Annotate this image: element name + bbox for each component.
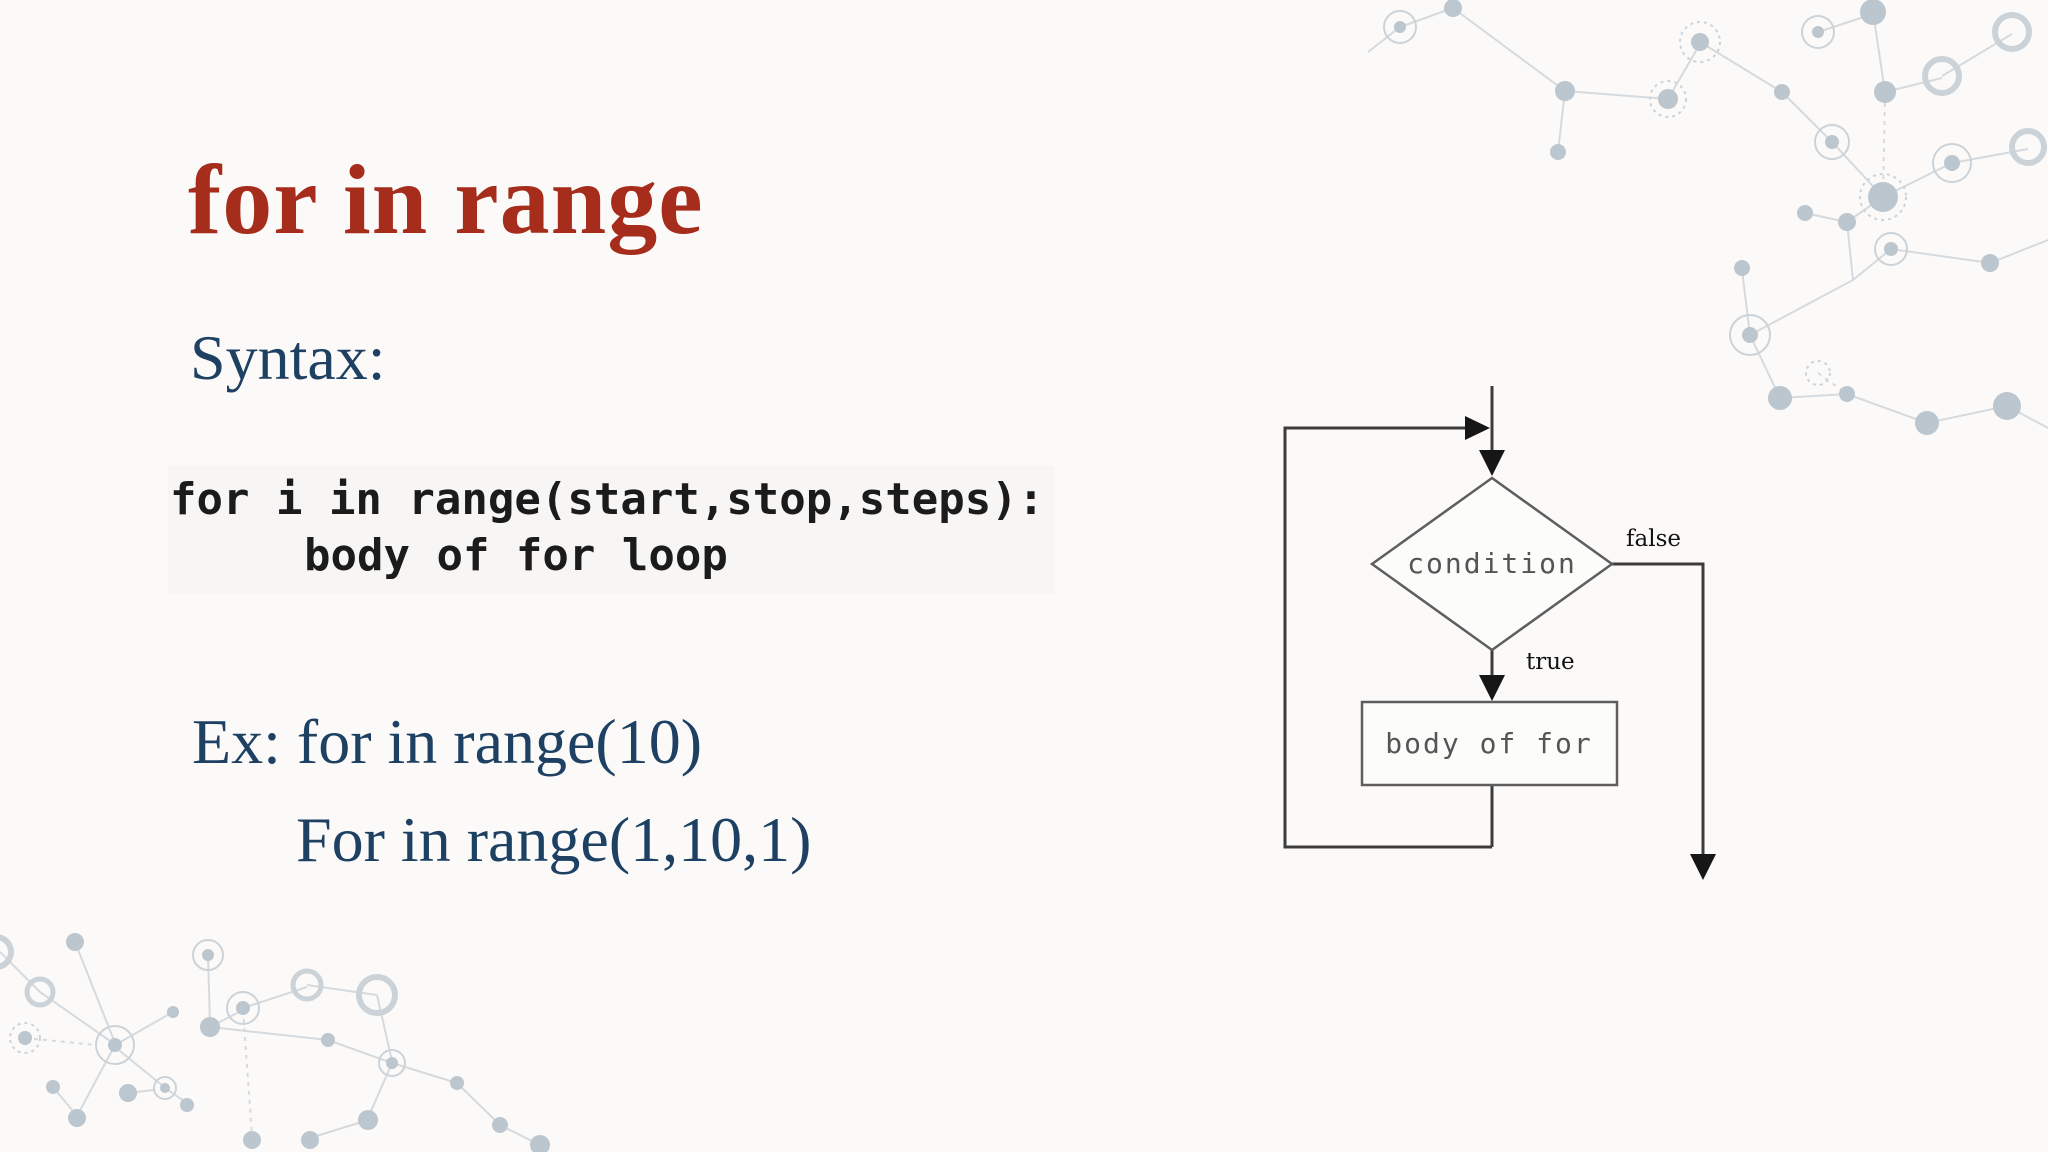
code-line-2: body of for loop [304,530,728,581]
entry-arrowhead-icon [1479,450,1505,476]
network-decoration-bottom-left [0,933,550,1152]
syntax-label: Syntax: [190,322,386,393]
flowchart-false-label: false [1626,526,1681,552]
network-edges-top-right [1368,7,2048,429]
flowchart-condition-label: condition [1407,547,1577,580]
network-decoration-top-right [1368,0,2048,435]
flowchart-condition-diamond [1369,476,1615,652]
false-arrowhead-icon [1690,854,1716,880]
network-nodes-top-right [1383,0,2047,435]
flowchart: condition body of for false true [1283,386,1716,880]
code-block: for i in range(start,stop,steps): body o… [168,466,1054,594]
flowchart-body-label: body of for [1385,727,1592,760]
flowchart-body-box [1360,700,1619,787]
example-line-2: For in range(1,10,1) [296,804,812,875]
true-arrowhead-icon [1479,675,1505,701]
flowchart-false-line [1612,562,1705,854]
flowchart-loop-line [1283,426,1492,849]
page-title: for in range [188,144,704,255]
example-line-1: Ex: for in range(10) [192,706,703,777]
network-nodes-bottom-left [0,933,550,1152]
code-line-1: for i in range(start,stop,steps): [170,474,1045,525]
loopback-arrowhead-icon [1465,416,1490,440]
flowchart-true-label: true [1526,649,1575,675]
